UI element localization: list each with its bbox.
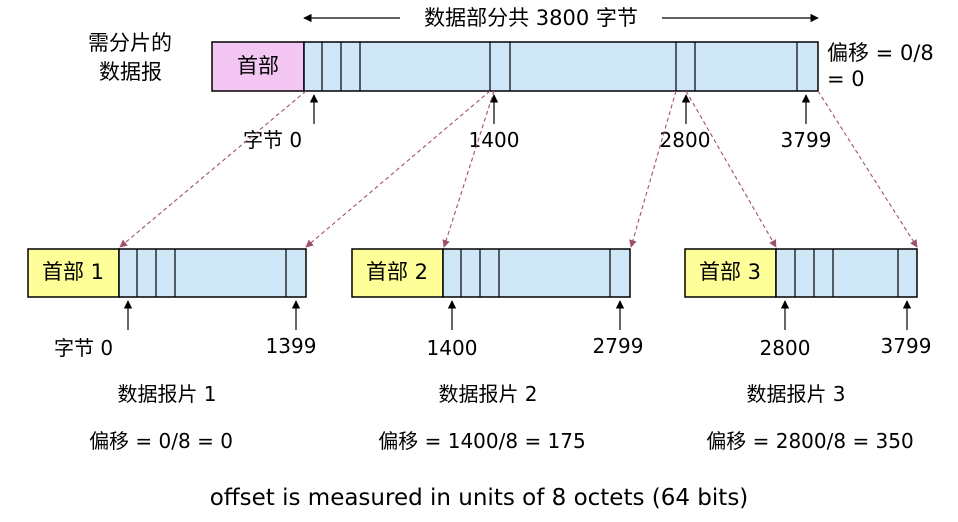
original-byte-start: 字节 0 (243, 128, 302, 152)
fragment-1-header-text: 首部 1 (42, 260, 104, 284)
map-arrow-frag2-start (442, 90, 495, 248)
map-arrow-frag3-start (685, 90, 777, 248)
fragment-2-data-box (442, 248, 631, 298)
fragment-3: 首部 3 (684, 248, 918, 298)
map-arrow-frag2-end (629, 90, 677, 248)
fragment-2-header-box (351, 248, 444, 298)
fragment-2-offset: 偏移 = 1400/8 = 175 (378, 429, 585, 453)
original-data-box (303, 41, 819, 92)
original-header-text: 首部 (237, 54, 279, 78)
fragment-3-byte-start: 2800 (760, 336, 811, 360)
map-arrow-frag1-start (119, 90, 307, 248)
fragment-3-byte-end: 3799 (881, 334, 932, 358)
fragment-3-header-box (684, 248, 777, 298)
original-mark-1400: 1400 (469, 128, 520, 152)
original-label-line2: 数据报 (99, 60, 162, 84)
fragment-2-byte-end: 2799 (593, 334, 644, 358)
fragment-2-header-text: 首部 2 (366, 260, 428, 284)
fragment-3-name: 数据报片 3 (746, 382, 845, 406)
fragment-2: 首部 2 (351, 248, 631, 298)
fragment-3-data-box (775, 248, 918, 298)
fragment-1-byte-start: 字节 0 (54, 336, 113, 360)
original-mark-2800: 2800 (660, 128, 711, 152)
fragment-1-name: 数据报片 1 (117, 382, 216, 406)
original-offset-line1: 偏移 = 0/8 (827, 41, 934, 65)
map-arrow-frag1-end (305, 90, 491, 248)
map-arrow-frag3-end (817, 90, 918, 248)
original-label-line1: 需分片的 (88, 31, 172, 55)
original-offset-line2: = 0 (827, 67, 865, 91)
fragment-2-name: 数据报片 2 (438, 382, 537, 406)
fragment-1-byte-end: 1399 (266, 334, 317, 358)
fragment-1: 首部 1 (27, 248, 307, 298)
fragment-1-data-box (118, 248, 307, 298)
original-mark-3799: 3799 (781, 128, 832, 152)
fragment-2-byte-start: 1400 (427, 336, 478, 360)
fragment-1-offset: 偏移 = 0/8 = 0 (89, 429, 233, 453)
fragment-3-offset: 偏移 = 2800/8 = 350 (706, 429, 913, 453)
span-label: 数据部分共 3800 字节 (424, 6, 638, 30)
footer-note: offset is measured in units of 8 octets … (210, 485, 749, 511)
fragment-3-header-text: 首部 3 (699, 260, 761, 284)
original-datagram: 首部 (211, 41, 819, 92)
